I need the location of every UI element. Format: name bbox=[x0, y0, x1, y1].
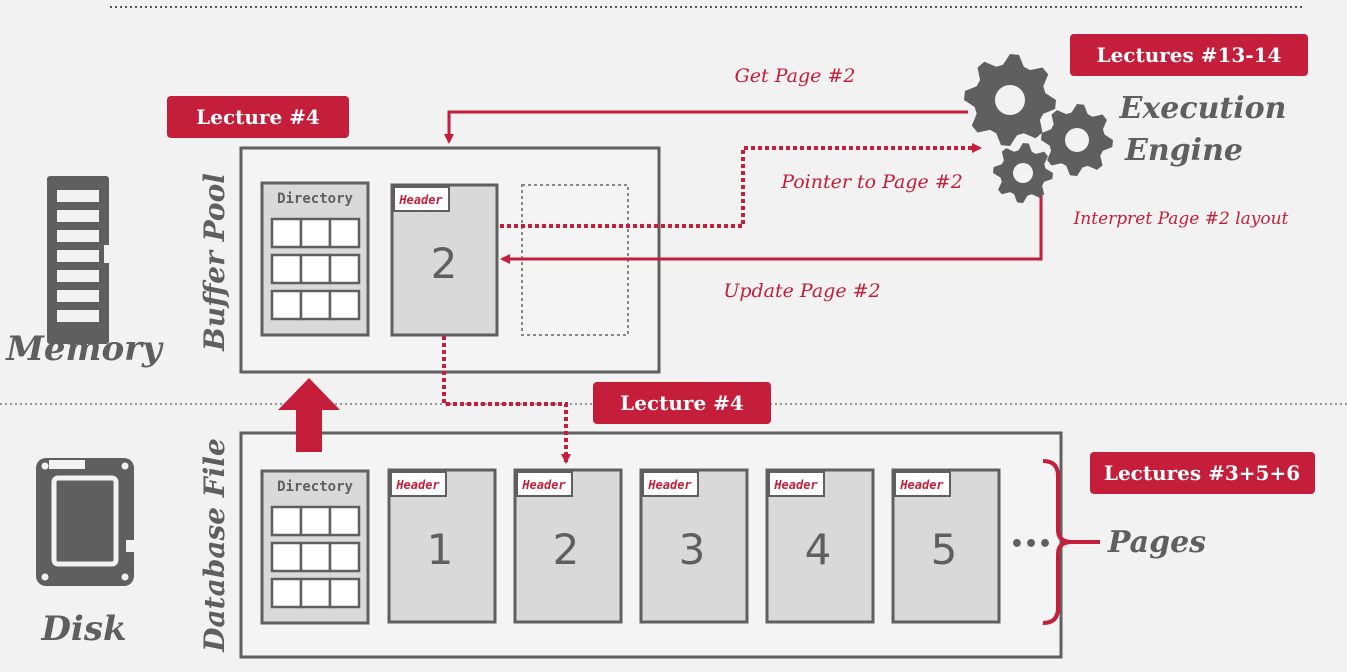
disk-icon bbox=[36, 458, 134, 586]
interpret-layout-label: Interpret Page #2 layout bbox=[1073, 209, 1289, 229]
database-file-label: Database File bbox=[198, 438, 231, 653]
disk-pages: Header 1 Header 2 Header 3 Header 4 Header 5 bbox=[387, 468, 1001, 624]
buffer-pool-badge bbox=[167, 96, 349, 138]
disk-page-number: 4 bbox=[805, 525, 832, 574]
disk-page-number: 3 bbox=[679, 525, 706, 574]
get-page-arrow bbox=[444, 110, 968, 144]
disk-page-header: Header bbox=[647, 478, 692, 492]
disk-page-header: Header bbox=[899, 478, 944, 492]
page-copy-connector bbox=[442, 336, 571, 464]
buffer-directory-label: Directory bbox=[277, 191, 353, 207]
medium-gear-icon-hole bbox=[1065, 128, 1089, 152]
disk-page: Header 2 bbox=[513, 468, 623, 624]
disk-page: Header 3 bbox=[639, 468, 749, 624]
disk-page-number: 5 bbox=[931, 525, 958, 574]
pages-label: Pages bbox=[1107, 525, 1206, 560]
buffer-page-2: Header 2 bbox=[390, 183, 499, 337]
execution-engine-badge bbox=[1070, 34, 1308, 76]
disk-page: Header 5 bbox=[891, 468, 1001, 624]
execution-engine-badge-text: Lectures #13-14 bbox=[1097, 43, 1282, 67]
disk-page-number: 1 bbox=[427, 525, 454, 574]
pages-ellipsis: ••• bbox=[1010, 532, 1052, 557]
page-transfer-badge bbox=[593, 382, 771, 424]
pages-badge bbox=[1090, 452, 1315, 494]
memory-icon bbox=[47, 176, 112, 344]
update-page-label: Update Page #2 bbox=[723, 280, 880, 302]
pointer-to-page-arrow bbox=[500, 143, 982, 228]
execution-engine-label-line2: Engine bbox=[1124, 133, 1243, 168]
disk-label: Disk bbox=[40, 609, 126, 649]
disk-page-number: 2 bbox=[553, 525, 580, 574]
page-transfer-badge-text: Lecture #4 bbox=[620, 391, 744, 415]
buffer-page-header: Header bbox=[398, 193, 443, 207]
buffer-pool-badge-text: Lecture #4 bbox=[196, 105, 320, 129]
load-into-memory-arrow bbox=[278, 378, 340, 452]
buffer-page-number: 2 bbox=[431, 239, 458, 288]
disk-page-header: Header bbox=[773, 478, 818, 492]
disk-page-header: Header bbox=[395, 478, 440, 492]
memory-label: Memory bbox=[5, 329, 164, 369]
disk-directory-label: Directory bbox=[277, 479, 353, 495]
get-page-label: Get Page #2 bbox=[735, 65, 856, 87]
buffer-pool-label: Buffer Pool bbox=[198, 173, 231, 352]
update-page-arrow bbox=[500, 192, 1043, 264]
execution-engine-gear-icon bbox=[964, 54, 1113, 203]
buffer-directory: Directory bbox=[260, 181, 370, 337]
pointer-to-page-label: Pointer to Page #2 bbox=[780, 171, 963, 193]
disk-directory: Directory bbox=[260, 469, 370, 625]
disk-page: Header 4 bbox=[765, 468, 875, 624]
execution-engine-label-line1: Execution bbox=[1119, 91, 1287, 126]
pages-badge-text: Lectures #3+5+6 bbox=[1104, 461, 1300, 485]
disk-page-header: Header bbox=[521, 478, 566, 492]
small-gear-icon-hole bbox=[1013, 163, 1033, 183]
large-gear-icon-hole bbox=[995, 85, 1025, 115]
disk-page: Header 1 bbox=[387, 468, 497, 624]
